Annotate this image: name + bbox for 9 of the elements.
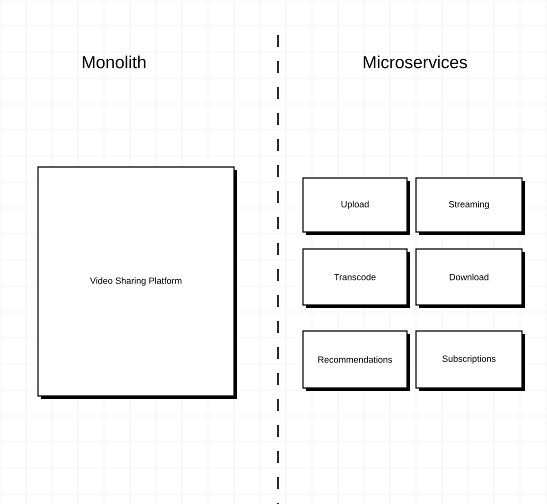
box: Subscriptions: [415, 330, 525, 391]
box: Upload: [302, 177, 410, 235]
box: Download: [415, 248, 525, 308]
box: Streaming: [415, 177, 525, 235]
box: Video Sharing Platform: [37, 166, 237, 399]
box: Transcode: [302, 248, 410, 308]
heading: Microservices: [364, 56, 467, 68]
heading: Monolith: [82, 56, 146, 68]
box: Recommendations: [302, 330, 410, 391]
